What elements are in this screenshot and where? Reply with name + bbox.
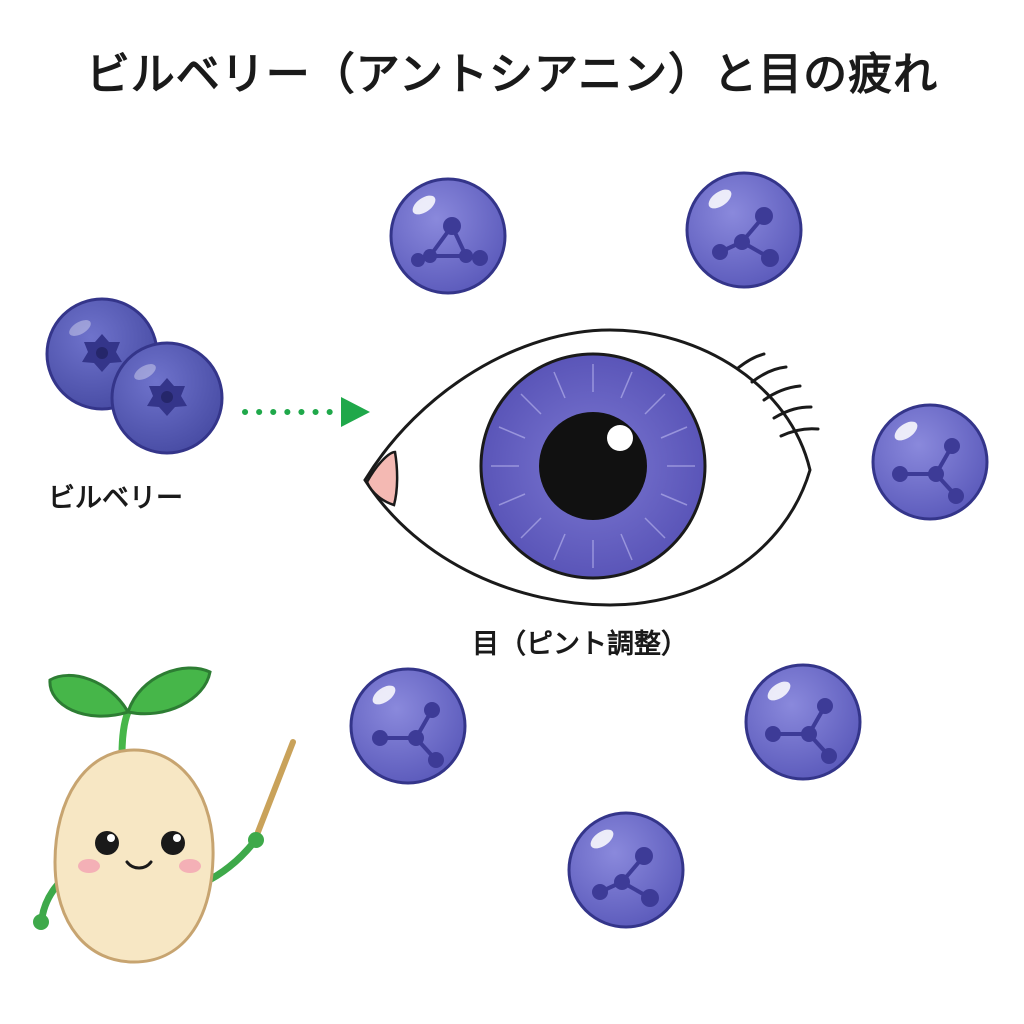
pupil: [539, 412, 647, 520]
anthocyanin-molecule-icon: [389, 177, 507, 295]
eye-icon: [363, 328, 820, 607]
anthocyanin-molecule-icon: [685, 171, 803, 289]
anthocyanin-molecule-icon: [349, 667, 467, 785]
berries-icon: [45, 297, 224, 455]
eyelashes-icon: [736, 352, 820, 438]
sprout-mascot-icon: [33, 666, 296, 964]
pupil-highlight: [607, 425, 633, 451]
anthocyanin-molecule-icon: [567, 811, 685, 929]
berry-label: ビルベリー: [48, 483, 183, 514]
anthocyanin-molecule-icon: [744, 663, 862, 781]
anthocyanin-molecule-icon: [871, 403, 989, 521]
blueberry-front: [110, 341, 224, 455]
dotted-arrow-icon: [242, 397, 370, 427]
eye-label: 目（ピント調整）: [472, 629, 688, 660]
pointer-stick: [255, 739, 296, 835]
page-title: ビルベリー（アントシアニン）と目の疲れ: [85, 49, 939, 100]
iris-texture: [491, 364, 695, 568]
